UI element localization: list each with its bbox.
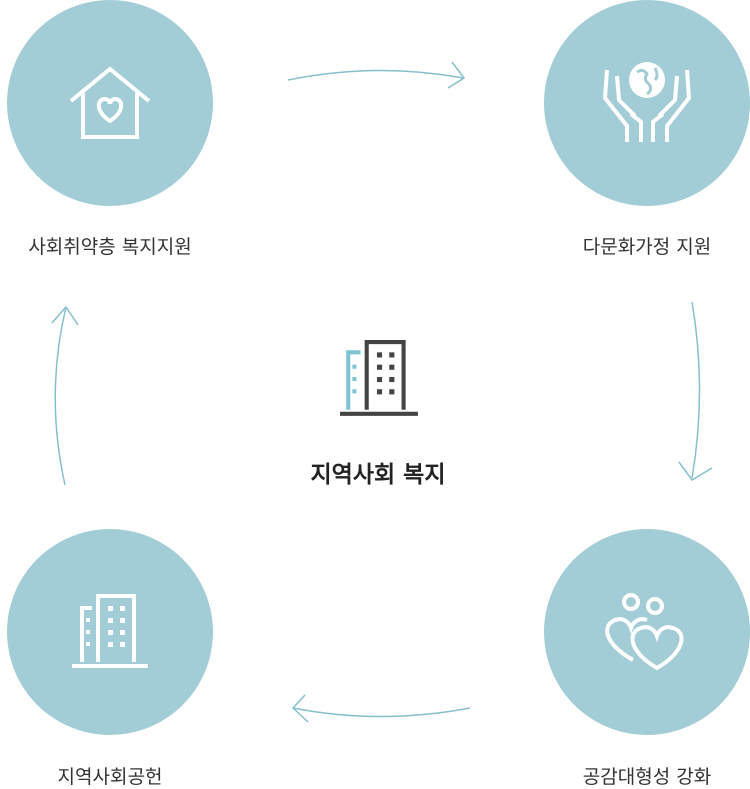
arrow-bottom	[292, 707, 471, 718]
label-empathy: 공감대형성 강화	[582, 766, 712, 788]
people-hearts-icon	[605, 593, 684, 671]
circle-welfare	[7, 0, 213, 206]
arrow-left	[54, 306, 67, 486]
center-title: 지역사회 복지	[310, 462, 446, 488]
circle-multicultural	[544, 0, 750, 206]
circle-contribution	[7, 529, 213, 735]
arrowhead-bottom	[291, 694, 309, 723]
center-building-icon	[340, 340, 418, 416]
arrowhead-top	[447, 61, 466, 89]
hands-globe-icon	[602, 62, 692, 142]
house-heart-icon	[69, 66, 151, 139]
arrowhead-right	[678, 461, 713, 481]
arrow-right	[691, 301, 701, 479]
building-icon	[72, 594, 148, 668]
circle-empathy	[544, 529, 750, 735]
label-welfare: 사회취약층 복지지원	[28, 236, 192, 258]
label-multicultural: 다문화가정 지원	[582, 236, 712, 258]
label-contribution: 지역사회공헌	[57, 766, 163, 788]
arrow-top	[287, 69, 464, 81]
arrowhead-left	[51, 305, 79, 326]
